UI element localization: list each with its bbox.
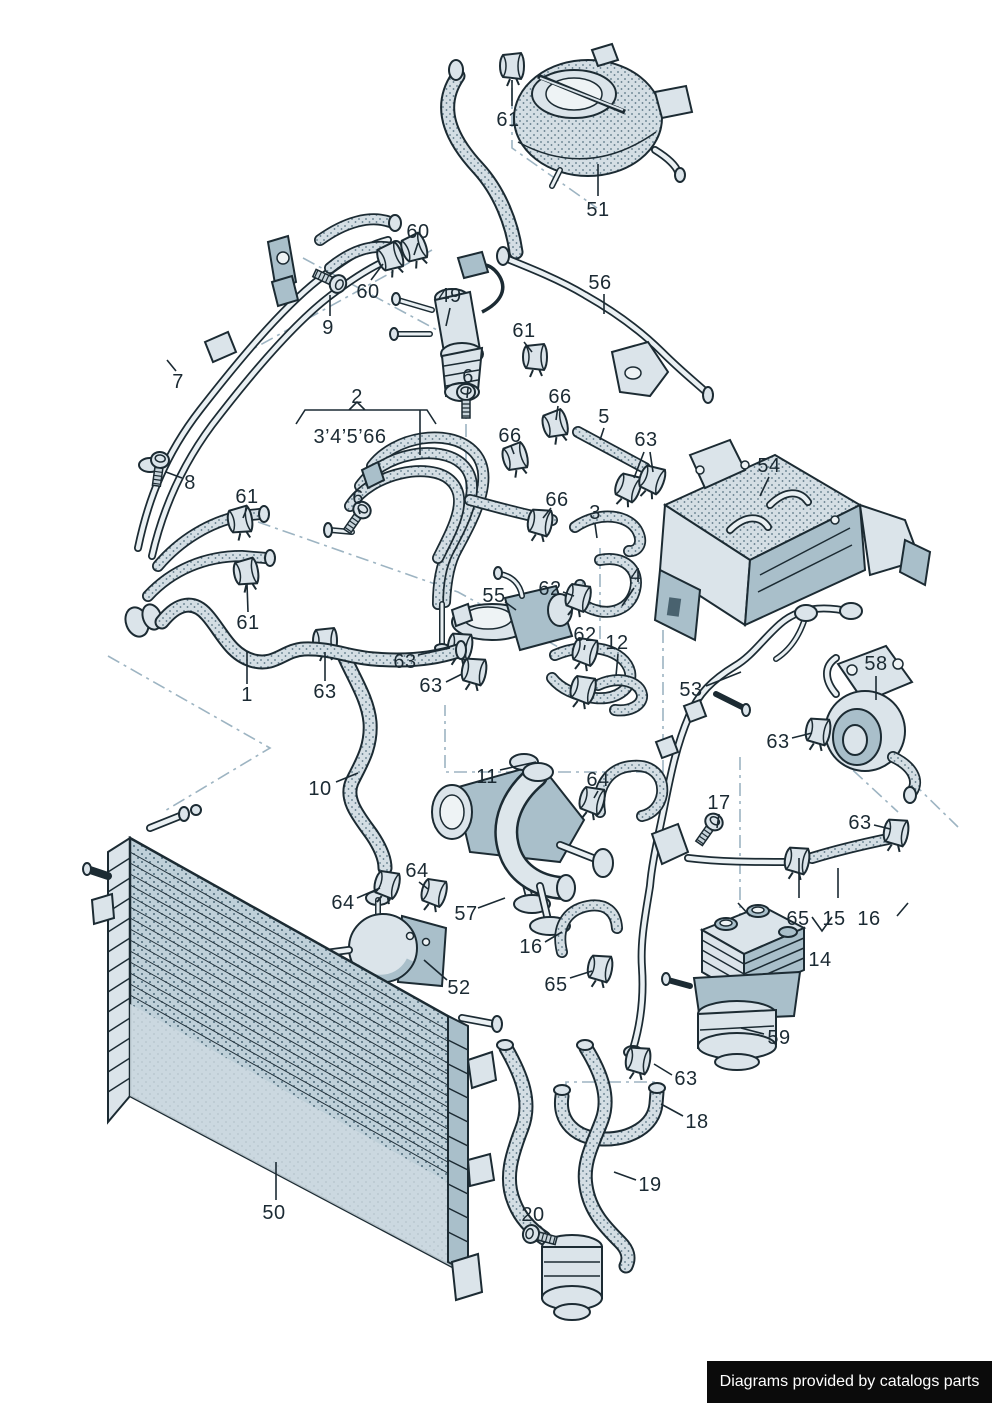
part-label-62[interactable]: 62	[573, 624, 597, 646]
part-label-61[interactable]: 61	[512, 320, 536, 342]
part-label-63[interactable]: 63	[634, 429, 658, 451]
part-51-expansion-tank	[440, 42, 694, 260]
footer-credit-banner: Diagrams provided by catalogs parts	[707, 1361, 992, 1403]
part-13-hose	[592, 674, 648, 717]
footer-credit-text: Diagrams provided by catalogs parts	[719, 1373, 980, 1390]
part-49-valve	[389, 250, 505, 402]
part-17-bracket	[650, 822, 796, 870]
part-label-14[interactable]: 14	[808, 949, 832, 971]
part-label-8[interactable]: 8	[184, 472, 196, 494]
part-label-9[interactable]: 9	[322, 317, 334, 339]
part-label-61[interactable]: 61	[236, 612, 260, 634]
part-label-62[interactable]: 62	[538, 578, 562, 600]
part-label-3[interactable]: 3	[589, 502, 601, 524]
part-label-11[interactable]: 11	[476, 766, 498, 788]
part-label-66[interactable]: 66	[498, 425, 522, 447]
part-label-6[interactable]: 6	[352, 487, 364, 509]
part-label-60[interactable]: 60	[356, 281, 380, 303]
part-15-hose	[806, 833, 894, 864]
part-label-61[interactable]: 61	[235, 486, 259, 508]
part-2-hose-assembly	[323, 431, 558, 653]
part-label-60[interactable]: 60	[406, 221, 430, 243]
part-label-19[interactable]: 19	[638, 1174, 662, 1196]
part-label-51[interactable]: 51	[586, 199, 610, 221]
part-56-pipe	[496, 246, 714, 404]
part-50-radiator	[82, 804, 503, 1302]
part-label-16[interactable]: 16	[519, 936, 543, 958]
part-label-53[interactable]: 53	[679, 679, 703, 701]
part-label-65[interactable]: 65	[544, 974, 568, 996]
part-label-16[interactable]: 16	[857, 908, 881, 930]
part-54-manifold	[653, 438, 932, 642]
part-label-64[interactable]: 64	[331, 892, 355, 914]
part-label-66[interactable]: 66	[548, 386, 572, 408]
part-label-15[interactable]: 15	[822, 908, 846, 930]
part-label-63[interactable]: 63	[313, 681, 337, 703]
part-53-pipe	[623, 602, 863, 1059]
part-label-6[interactable]: 6	[462, 366, 474, 388]
part-19-hose	[496, 1039, 636, 1321]
part-label-59[interactable]: 59	[767, 1027, 791, 1049]
part-label-52[interactable]: 52	[447, 977, 471, 999]
part-58-pump	[823, 644, 922, 804]
part-label-64[interactable]: 64	[586, 769, 610, 791]
screw-17-icon	[690, 809, 727, 850]
part-label-2[interactable]: 2	[351, 386, 363, 408]
part-label-61[interactable]: 61	[496, 109, 520, 131]
part-label-55[interactable]: 55	[482, 585, 506, 607]
part-label-12[interactable]: 12	[605, 632, 629, 654]
part-label-17[interactable]: 17	[707, 792, 731, 814]
part-label-3-4-5-66[interactable]: 3’4’5’66	[313, 426, 387, 448]
part-label-49[interactable]: 49	[438, 285, 462, 307]
part-3-hose	[569, 510, 647, 558]
part-label-65[interactable]: 65	[786, 908, 810, 930]
part-label-7[interactable]: 7	[172, 371, 184, 393]
part-label-63[interactable]: 63	[393, 651, 417, 673]
part-label-63[interactable]: 63	[674, 1068, 698, 1090]
part-label-64[interactable]: 64	[405, 860, 429, 882]
part-label-18[interactable]: 18	[685, 1111, 709, 1133]
leader-lines	[165, 80, 909, 1234]
part-label-50[interactable]: 50	[262, 1202, 286, 1224]
part-label-63[interactable]: 63	[419, 675, 443, 697]
part-11-pipe	[494, 759, 669, 936]
part-10-hose	[337, 650, 393, 876]
part-label-63[interactable]: 63	[848, 812, 872, 834]
part-label-66[interactable]: 66	[545, 489, 569, 511]
part-label-56[interactable]: 56	[588, 272, 612, 294]
part-label-10[interactable]: 10	[308, 778, 332, 800]
part-55-housing	[450, 566, 574, 652]
part-label-20[interactable]: 20	[521, 1204, 545, 1226]
part-label-1[interactable]: 1	[241, 684, 253, 706]
part-label-57[interactable]: 57	[454, 903, 478, 925]
part-59-oil-cooler	[661, 904, 807, 1071]
part-label-4[interactable]: 4	[630, 565, 642, 587]
part-5-hose	[572, 426, 651, 474]
part-label-63[interactable]: 63	[766, 731, 790, 753]
part-1-hose	[124, 597, 467, 670]
part-label-5[interactable]: 5	[598, 406, 610, 428]
part-label-58[interactable]: 58	[864, 653, 888, 675]
part-label-54[interactable]: 54	[757, 455, 781, 477]
